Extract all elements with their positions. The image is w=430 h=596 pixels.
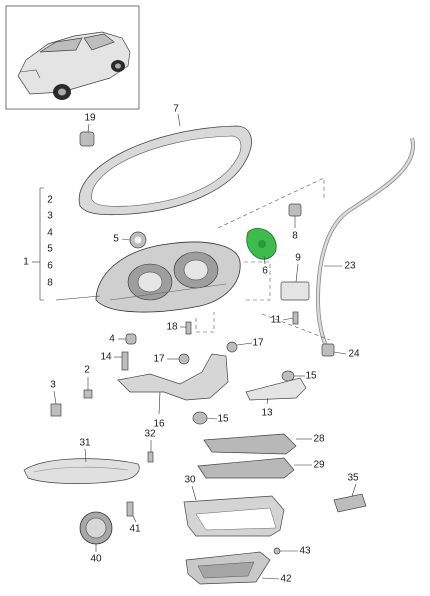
callout-label: 41 [129,524,141,535]
part-bracket-16 [117,353,229,415]
part-small-clip-4 [118,333,137,345]
part-adjuster-8 [288,203,302,228]
vehicle-thumbnail [5,5,140,110]
callout-label: 23 [344,261,356,272]
callout-label: 8 [47,278,53,289]
part-gasket-frame [78,113,252,216]
part-screw-32 [147,440,154,463]
part-housing-30 [183,485,285,537]
part-screw-43 [273,547,298,555]
callout-label: 28 [313,434,325,445]
callout-label: 17 [153,354,165,365]
callout-label: 13 [261,408,273,419]
part-nut-17b [226,341,253,353]
part-side-marker-35 [333,483,367,513]
callout-label: 6 [262,266,268,277]
part-bolt-14 [114,351,129,371]
part-screw-18 [180,321,192,335]
callout-label: 16 [153,419,165,430]
part-nut-17a [167,353,190,365]
callout-label: 42 [280,574,292,585]
callout-label: 7 [173,104,179,115]
part-grommet-15b [192,411,218,425]
callout-label: 29 [313,460,325,471]
part-bulb-19 [79,123,95,147]
callout-label: 24 [348,349,360,360]
callout-label: 1 [23,257,29,268]
callout-label: 5 [47,244,53,255]
callout-label: 2 [84,365,90,376]
callout-label: 6 [47,261,53,272]
part-bolt-41 [126,501,137,523]
callout-label: 9 [295,253,301,264]
part-socket-5 [121,231,147,249]
part-light-strip-31 [23,448,140,484]
callout-label: 30 [184,475,196,486]
callout-label: 32 [144,429,156,440]
part-trim-28 [203,433,312,455]
callout-label: 17 [252,338,264,349]
part-bracket-13 [245,377,307,405]
callout-label: 15 [305,371,317,382]
callout-label: 3 [50,380,56,391]
callout-label: 11 [271,315,282,326]
reference-lines [195,177,331,341]
part-screw-11 [282,311,299,325]
callout-label: 43 [299,546,311,557]
part-clip-3 [50,390,62,417]
callout-label: 8 [292,231,298,242]
callout-label: 35 [347,473,359,484]
part-control-module-9 [280,263,310,301]
callout-label: 4 [109,334,115,345]
part-fog-lamp-40 [79,511,113,552]
callout-label: 40 [90,554,102,565]
callout-label: 3 [47,211,53,222]
callout-label: 31 [79,438,91,449]
callout-label: 18 [166,322,178,333]
part-trim-29 [197,457,312,479]
callout-label: 4 [47,228,53,239]
group-bracket [32,187,44,301]
callout-label: 5 [113,234,119,245]
part-lower-housing-42 [185,551,280,585]
part-connector-24 [321,343,347,357]
callout-label: 14 [100,352,112,363]
part-cable-harness-23 [315,137,416,347]
callout-label: 19 [84,113,96,124]
part-clip-2 [83,377,93,399]
part-headlight-assembly [55,241,241,313]
part-cover-cap-6 [246,228,277,265]
callout-label: 15 [217,414,229,425]
callout-label: 2 [47,195,53,206]
